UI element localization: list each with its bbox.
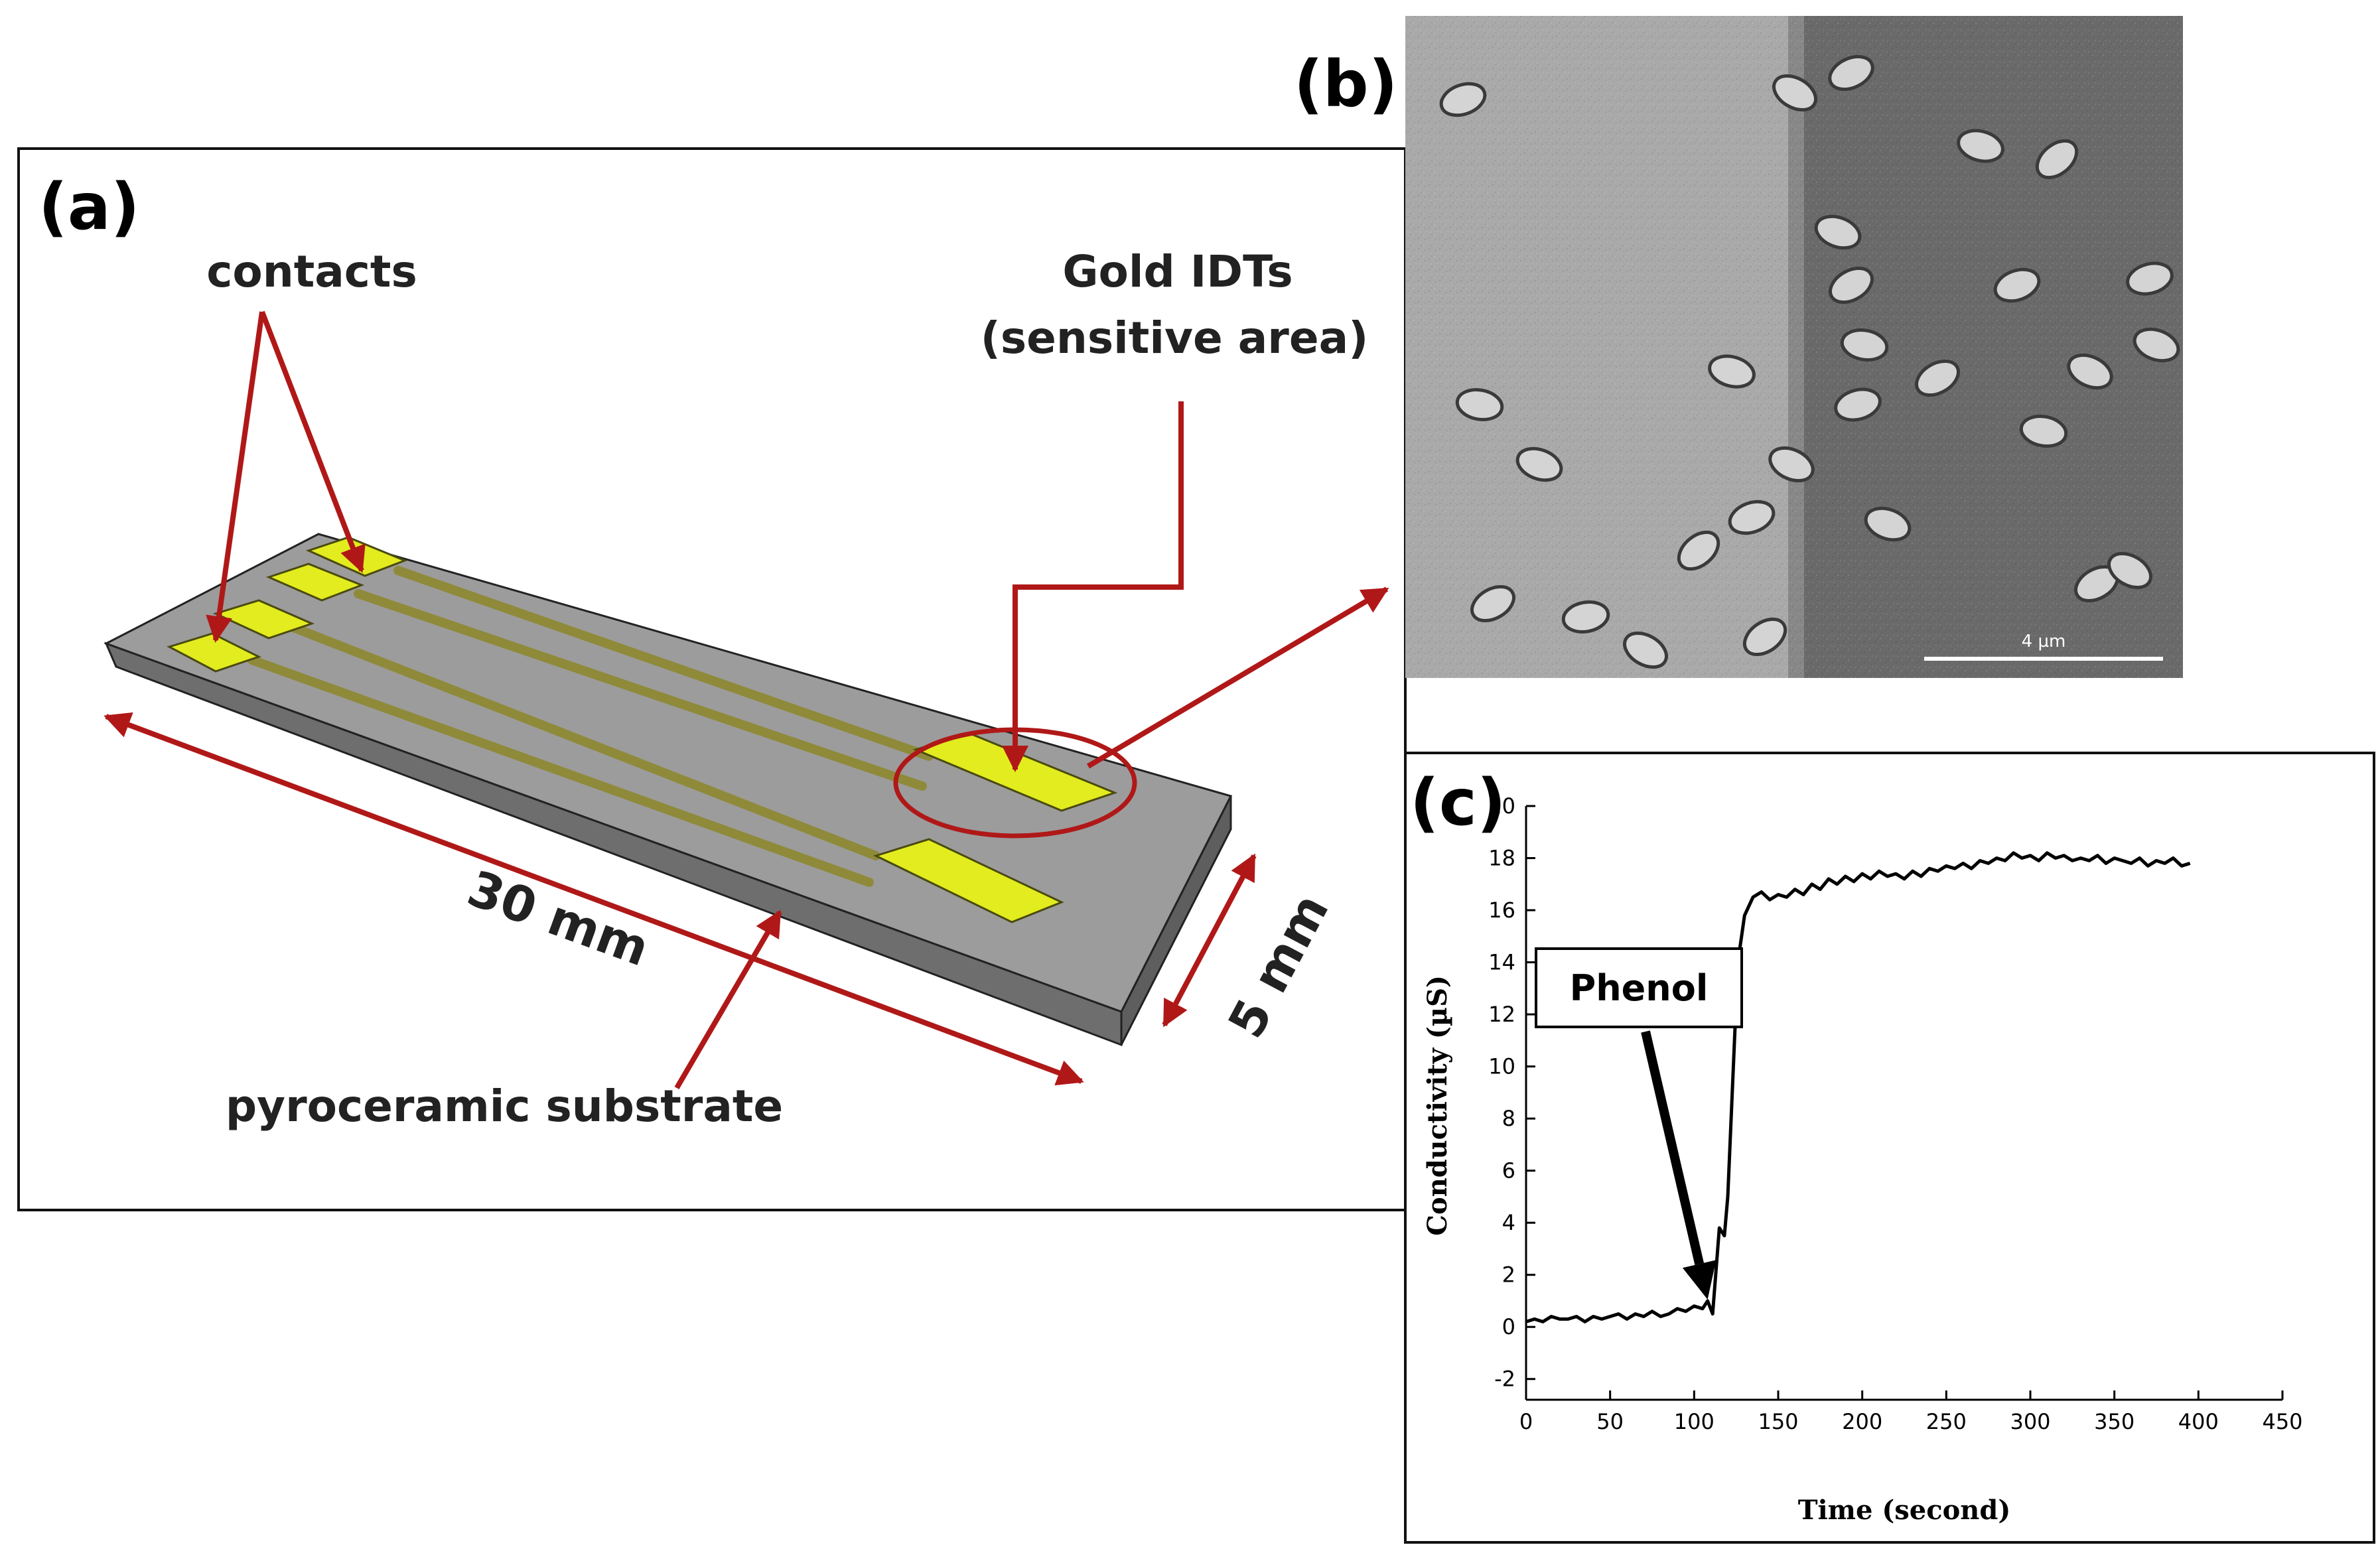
bacterium-cell [2067, 353, 2113, 390]
bacterium-cell [1834, 387, 1882, 422]
y-axis-label: Conductivity (µS) [1422, 975, 1453, 1236]
length-arrow [104, 712, 1084, 1086]
y-tick-label: 20 [1488, 793, 1515, 819]
zoom-arrow-to-b [1086, 586, 1389, 769]
substrate-label: pyroceramic substrate [226, 1081, 783, 1132]
bacterium-cell [1742, 617, 1787, 657]
panel-c-label: (c) [1410, 766, 1506, 840]
bacterium-cell [1455, 388, 1504, 421]
phenol-arrow-head [1682, 1260, 1716, 1300]
phenol-box [1535, 947, 1743, 1028]
panel-a: (a) [17, 147, 1407, 1211]
bacterium-cell [1561, 600, 1610, 634]
bacterium-cell [1957, 129, 2004, 163]
y-tick-label: -2 [1494, 1367, 1515, 1392]
x-tick-label: 350 [2094, 1409, 2135, 1434]
width-arrow [1162, 853, 1257, 1028]
y-tick-label: 8 [1502, 1106, 1515, 1131]
contacts-arrow-1 [259, 310, 366, 573]
x-tick-label: 100 [1674, 1409, 1715, 1434]
bacterium-cell [2035, 139, 2079, 180]
bacterium-cell [1768, 446, 1815, 483]
contact-pad-2 [265, 563, 365, 602]
panel-b: (b) 4 µm [1294, 16, 2183, 678]
phenol-label: Phenol [1570, 967, 1709, 1009]
panel-c-frame [1404, 752, 2375, 1544]
bacterium-cell [2126, 261, 2174, 296]
bacterium-cell [1623, 631, 1668, 669]
x-ticks: 0 50 100 150 200 250 300 350 400 450 [1519, 1390, 2303, 1434]
x-tick-label: 300 [2010, 1409, 2050, 1434]
y-tick-label: 6 [1502, 1158, 1515, 1183]
bacterium-cell [1828, 54, 1874, 92]
y-tick-label: 10 [1488, 1054, 1515, 1079]
bacterium-cell [1864, 506, 1912, 542]
bacterium-cell [1993, 267, 2041, 303]
bacterium-cell [2019, 415, 2068, 448]
x-axis-label: Time (second) [1798, 1495, 2011, 1526]
sem-image: 4 µm [1405, 16, 2183, 678]
bacterium-cell [1677, 530, 1720, 571]
x-tick-label: 450 [2262, 1409, 2302, 1434]
bacteria-cells [1439, 54, 2180, 669]
bacterium-cell [1470, 584, 1515, 623]
y-ticks: -2 0 2 4 6 8 10 12 14 16 18 20 [1488, 793, 1535, 1392]
bacterium-cell [1772, 74, 1817, 112]
phenol-annotation: Phenol [1535, 947, 1743, 1300]
sem-texture [1405, 16, 2183, 678]
y-tick-label: 18 [1488, 846, 1515, 871]
bacterium-cell [1840, 328, 1889, 362]
bacterium-cell [1829, 266, 1874, 304]
contacts-label: contacts [206, 246, 417, 297]
y-tick-label: 16 [1488, 898, 1515, 923]
idt-callout-arrow [1002, 401, 1184, 772]
y-tick-label: 14 [1488, 950, 1515, 975]
bacterium-cell [1814, 214, 1862, 250]
bacterium-cell [1439, 82, 1487, 117]
x-tick-label: 0 [1519, 1409, 1533, 1434]
panel-b-label: (b) [1294, 47, 1397, 121]
y-tick-label: 12 [1488, 1002, 1515, 1027]
contacts-arrow-2 [206, 311, 265, 643]
phenol-arrow [1641, 1030, 1705, 1265]
x-tick-label: 150 [1758, 1409, 1798, 1434]
bacterium-cell [2107, 551, 2152, 590]
x-tick-label: 200 [1842, 1409, 1882, 1434]
y-tick-label: 4 [1502, 1210, 1515, 1235]
gold-idts-label-line2: (sensitive area) [981, 312, 1369, 364]
x-tick-label: 50 [1596, 1409, 1624, 1434]
annotation-arrows [104, 310, 1389, 1090]
y-tick-label: 0 [1502, 1314, 1515, 1339]
substrate-arrow [674, 910, 782, 1090]
sem-scale-bar-label: 4 µm [2022, 632, 2066, 651]
gold-idts-label-line1: Gold IDTs [1062, 246, 1293, 297]
contact-pad-3 [212, 599, 315, 640]
x-tick-label: 250 [1926, 1409, 1967, 1434]
bacterium-cell [2133, 327, 2180, 363]
contact-pad-4 [167, 632, 261, 673]
conductivity-curve [1525, 851, 2191, 1323]
bacterium-cell [1915, 359, 1960, 397]
y-tick-label: 2 [1502, 1262, 1515, 1288]
bacterium-cell [1515, 446, 1563, 482]
bacterium-cell [1708, 354, 1756, 389]
bacterium-cell [1728, 500, 1776, 535]
x-tick-label: 400 [2178, 1409, 2219, 1434]
panel-a-label: (a) [38, 170, 140, 244]
